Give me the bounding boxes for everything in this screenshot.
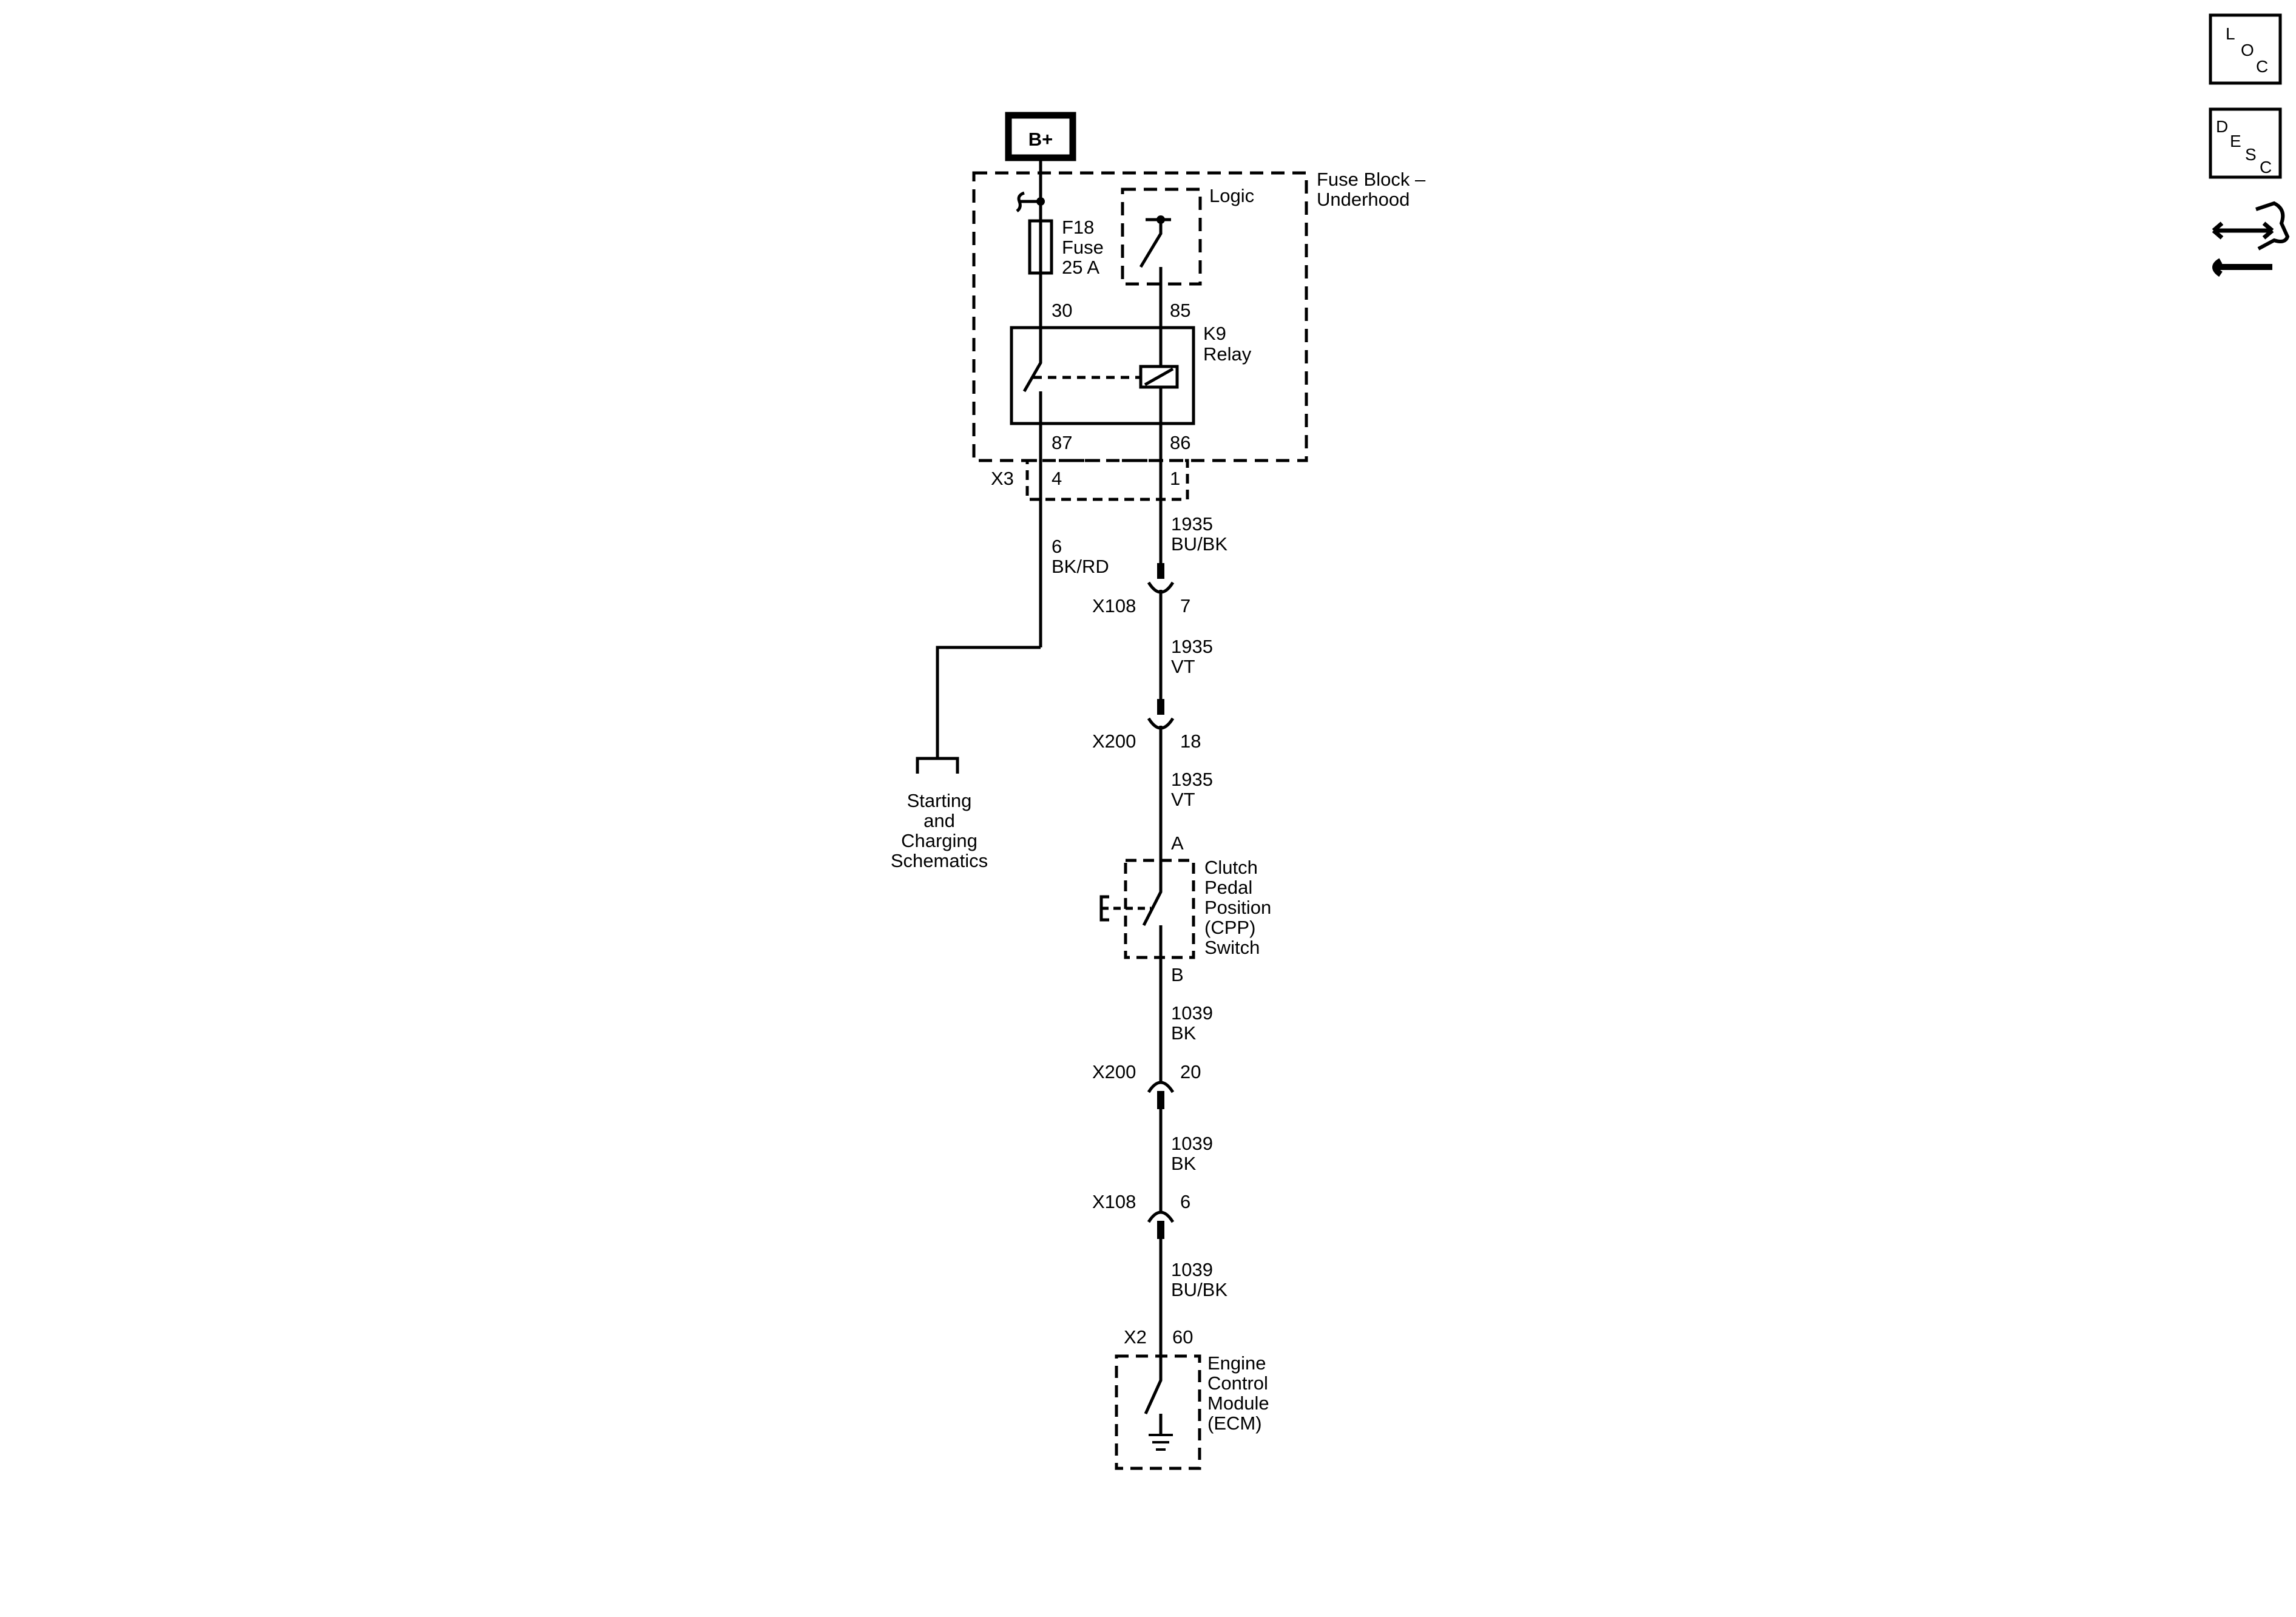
description-icon-letter-4: C [2260,158,2272,177]
battery-positive-label: B+ [1028,129,1053,150]
relay-pin-86: 86 [1170,432,1190,453]
cpp-label-1: Clutch [1204,857,1258,878]
fuse-label-2: Fuse [1062,237,1104,258]
cpp-pin-a: A [1171,832,1184,854]
x108b-pin: 6 [1180,1191,1190,1212]
wire-1039c-number: 1039 [1171,1259,1213,1280]
wire-1039b-number: 1039 [1171,1133,1213,1154]
x3-label: X3 [991,468,1014,489]
cpp-label-4: (CPP) [1204,917,1255,938]
ecm-label-3: Module [1207,1393,1269,1414]
description-icon-letter-1: D [2216,117,2228,136]
x2-pin: 60 [1172,1326,1193,1348]
relay-contact-icon [1022,328,1042,424]
ecm-outline [1115,1354,1201,1470]
wire-6-color: BK/RD [1052,556,1109,577]
starting-label-2: and [923,810,955,831]
wire-1935b-number: 1935 [1171,636,1213,657]
battery-positive-terminal: B+ [1005,112,1076,161]
fuse-block-label-1: Fuse Block – [1317,169,1426,190]
wire-1935a-number: 1935 [1171,513,1213,535]
ecm-internal-switch-icon [1144,1356,1163,1435]
connector-x108-pin7 [1147,563,1175,594]
ecm-label-2: Control [1207,1372,1268,1394]
connector-wrench-icon[interactable] [2212,201,2290,277]
cpp-label-2: Pedal [1204,877,1252,898]
wire-1935a-color: BU/BK [1171,533,1227,555]
ecm-label-4: (ECM) [1207,1413,1262,1434]
x3-pin-4: 4 [1052,468,1062,489]
x108a-pin: 7 [1180,595,1190,616]
starting-label-1: Starting [907,790,972,811]
description-icon-letter-2: E [2230,132,2241,150]
relay-k9 [1010,326,1195,425]
wire-6-number: 6 [1052,536,1062,557]
x2-label: X2 [1124,1326,1147,1348]
relay-pin-85: 85 [1170,300,1190,321]
pedal-actuator-icon [1099,895,1109,922]
relay-label-2: Relay [1203,343,1252,365]
wire-1935b-color: VT [1171,656,1195,677]
bus-tap-icon [1016,191,1041,212]
fuse-block-label-2: Underhood [1317,189,1410,210]
ground-icon [1149,1434,1173,1451]
wire-1039c-color: BU/BK [1171,1279,1227,1300]
description-icon-letter-3: S [2245,145,2257,164]
x3-pin-1: 1 [1170,468,1180,489]
location-icon-letter-3: C [2256,57,2268,76]
cpp-label-3: Position [1204,897,1271,918]
wire-1039a-color: BK [1171,1022,1197,1044]
starting-label-3: Charging [901,830,977,851]
location-icon-letter-2: O [2241,41,2254,59]
x108a-label: X108 [1092,595,1136,616]
wire-1039a-number: 1039 [1171,1002,1213,1024]
wire-1039b-color: BK [1171,1153,1197,1174]
wire-1935c-color: VT [1171,789,1195,810]
cpp-pin-b: B [1171,964,1184,985]
ecm-label-1: Engine [1207,1352,1266,1374]
logic-switch-icon [1139,218,1171,284]
relay-label-1: K9 [1203,323,1226,344]
fuse-label-3: 25 A [1062,257,1099,278]
fuse-block-outline [972,171,1308,462]
connector-x108-pin6 [1147,1210,1175,1239]
relay-pin-30: 30 [1052,300,1072,321]
x200a-pin: 18 [1180,731,1201,752]
logic-outline [1121,187,1202,286]
description-icon[interactable] [2209,107,2282,179]
location-icon[interactable] [2209,13,2282,85]
relay-coil-icon [1139,365,1179,389]
x200a-label: X200 [1092,731,1136,752]
logic-label: Logic [1209,185,1254,206]
cpp-label-5: Switch [1204,937,1260,958]
connector-x200-pin18 [1147,699,1175,730]
wire-1935c-number: 1935 [1171,769,1213,790]
relay-pin-87: 87 [1052,432,1072,453]
description-button[interactable]: D E S C [2209,107,2282,179]
x108b-label: X108 [1092,1191,1136,1212]
connector-x200-pin20 [1147,1081,1175,1109]
x3-connector-outline [1025,459,1189,501]
x200b-pin: 20 [1180,1061,1201,1082]
cpp-switch-contact-icon [1142,860,1163,957]
page-reference-arrow-icon [916,757,959,774]
location-button[interactable]: L O C [2209,13,2282,85]
fuse-label-1: F18 [1062,217,1094,238]
location-icon-letter-1: L [2226,24,2235,43]
starting-label-4: Schematics [891,850,988,871]
x200b-label: X200 [1092,1061,1136,1082]
